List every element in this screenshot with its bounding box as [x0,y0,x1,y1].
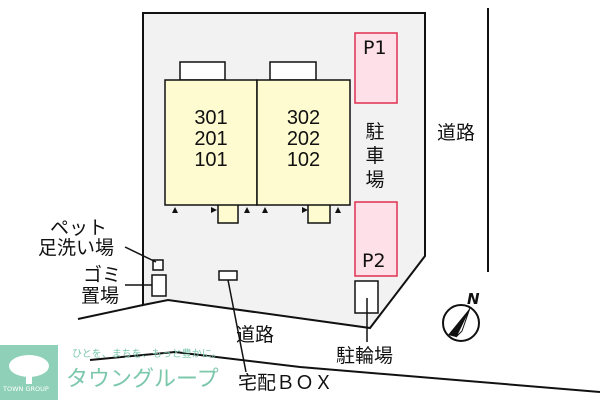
garbage-label-1: ゴミ [83,264,122,286]
unit-number: 202 [286,128,321,150]
balcony-left [179,61,226,81]
pet-wash-area [152,259,164,271]
balcony-right [269,61,317,81]
unit-number: 301 [194,107,228,129]
road-bottom-label: 道路 [236,324,275,346]
building-unit-right [256,79,351,206]
logo-text: TOWN GROUP [3,385,49,393]
unit-number: 102 [286,149,321,171]
compass-north-label: N [467,290,480,308]
garbage-label-2: 置場 [81,285,120,307]
building-right-units: 302 202 102 [257,108,350,171]
building-left-units: 301 201 101 [165,108,257,171]
pet-wash-label-1: ペット [50,217,108,239]
entrance-arrows [172,207,341,213]
garbage-area [151,274,167,297]
bicycle-parking-label: 駐輪場 [336,345,394,367]
parking-space-p1 [354,32,398,104]
parking-p1-label: P1 [363,37,387,59]
parking-label: 駐車場 [365,121,385,191]
pet-wash-label-2: 足洗い場 [38,237,115,259]
town-group-logo [0,345,58,400]
compass-icon [442,304,480,342]
delivery-box-label: 宅配ＢＯＸ [238,372,334,394]
unit-number: 101 [194,149,228,171]
watermark-slogan: ひとを、まちを、もっと豊かに。 [72,349,222,360]
parking-space-p2 [354,201,398,277]
road-bottom-edge-lower [89,350,600,393]
building-unit-left [164,79,258,206]
watermark-brand: タウングループ [66,367,219,392]
unit-number: 201 [194,128,228,150]
unit-number: 302 [286,107,321,129]
pet-wash-leader-line [124,246,157,263]
road-bottom-edge-upper [77,304,144,320]
delivery-box-leader-line [227,279,247,373]
parking-p2-label: P2 [362,250,386,272]
delivery-box [218,270,238,281]
road-right-label: 道路 [437,122,476,144]
